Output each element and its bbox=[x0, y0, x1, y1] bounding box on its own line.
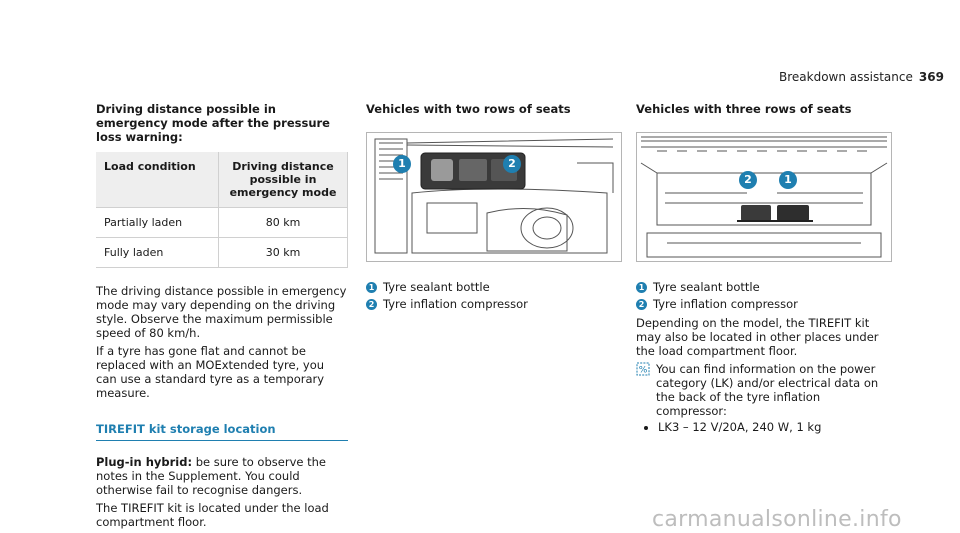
legend: 1 Tyre sealant bottle 2 Tyre inflation com… bbox=[366, 280, 620, 312]
note: % You can find information on the power … bbox=[636, 362, 890, 418]
column-middle: Vehicles with two rows of seats 1 bbox=[366, 102, 622, 314]
section-name: Breakdown assistance bbox=[779, 70, 913, 84]
paragraph: The driving distance possible in emergen… bbox=[96, 284, 347, 340]
section-title: TIREFIT kit storage location bbox=[96, 422, 348, 441]
column-right: Vehicles with three rows of seats 2 1 bbox=[636, 102, 892, 435]
legend-number: 2 bbox=[636, 299, 647, 310]
callout-badge: 2 bbox=[503, 155, 521, 173]
callout-number: 1 bbox=[393, 155, 411, 173]
table-header-cell: Load condition bbox=[96, 152, 219, 208]
note-text: You can find information on the power ca… bbox=[656, 362, 879, 418]
legend-item: 2 Tyre inflation compressor bbox=[636, 297, 890, 312]
distance-table: Load condition Driving distance possible… bbox=[96, 152, 348, 268]
column-left: Driving distance possible in emergency m… bbox=[96, 102, 348, 533]
watermark: carmanualsonline.info bbox=[652, 507, 902, 532]
legend-number: 2 bbox=[366, 299, 377, 310]
table-cell: Partially laden bbox=[96, 207, 219, 238]
callout-badge: 1 bbox=[393, 155, 411, 173]
table-header-row: Load condition Driving distance possible… bbox=[96, 152, 348, 208]
table-row: Fully laden 30 km bbox=[96, 237, 348, 268]
legend-text: Tyre sealant bottle bbox=[653, 280, 760, 294]
table-row: Partially laden 80 km bbox=[96, 207, 348, 238]
legend-number: 1 bbox=[366, 282, 377, 293]
legend-item: 2 Tyre inflation compressor bbox=[366, 297, 620, 312]
distance-heading: Driving distance possible in emergency m… bbox=[96, 102, 330, 144]
legend: 1 Tyre sealant bottle 2 Tyre inflation com… bbox=[636, 280, 890, 312]
legend-text: Tyre inflation compressor bbox=[653, 297, 798, 311]
legend-text: Tyre inflation compressor bbox=[383, 297, 528, 311]
svg-text:%: % bbox=[639, 366, 648, 376]
trunk-illustration-two-rows: 1 2 bbox=[366, 132, 622, 262]
page-number: 369 bbox=[918, 70, 944, 84]
spec-list: LK3 – 12 V/20A, 240 W, 1 kg bbox=[636, 420, 890, 435]
info-note-icon: % bbox=[636, 362, 650, 376]
list-item: LK3 – 12 V/20A, 240 W, 1 kg bbox=[658, 420, 890, 435]
callout-number: 2 bbox=[739, 171, 757, 189]
table-cell: 80 km bbox=[218, 207, 348, 238]
callout-number: 2 bbox=[503, 155, 521, 173]
legend-item: 1 Tyre sealant bottle bbox=[366, 280, 620, 295]
paragraph: If a tyre has gone flat and cannot be re… bbox=[96, 344, 325, 400]
callout-number: 1 bbox=[779, 171, 797, 189]
trunk-drawing bbox=[374, 138, 614, 254]
plugin-hybrid-text: be sure to observe the notes in the Supp… bbox=[96, 455, 326, 497]
trunk-illustration-three-rows: 2 1 bbox=[636, 132, 892, 262]
plugin-hybrid-label: Plug-in hybrid: bbox=[96, 455, 193, 469]
legend-item: 1 Tyre sealant bottle bbox=[636, 280, 890, 295]
callout-badge: 2 bbox=[739, 171, 757, 189]
legend-number: 1 bbox=[636, 282, 647, 293]
trunk-drawing bbox=[640, 136, 888, 258]
table-cell: Fully laden bbox=[96, 237, 219, 268]
table-header-cell: Driving distance possible in emergency m… bbox=[218, 152, 348, 208]
table-cell: 30 km bbox=[218, 237, 348, 268]
two-rows-heading: Vehicles with two rows of seats bbox=[366, 102, 571, 116]
legend-text: Tyre sealant bottle bbox=[383, 280, 490, 294]
plugin-hybrid-paragraph: Plug-in hybrid: be sure to observe the n… bbox=[96, 455, 348, 497]
three-rows-heading: Vehicles with three rows of seats bbox=[636, 102, 852, 116]
page-header: Breakdown assistance 369 bbox=[779, 70, 944, 84]
paragraph: Depending on the model, the TIREFIT kit … bbox=[636, 316, 879, 358]
callout-badge: 1 bbox=[779, 171, 797, 189]
paragraph: The TIREFIT kit is located under the loa… bbox=[96, 501, 329, 529]
